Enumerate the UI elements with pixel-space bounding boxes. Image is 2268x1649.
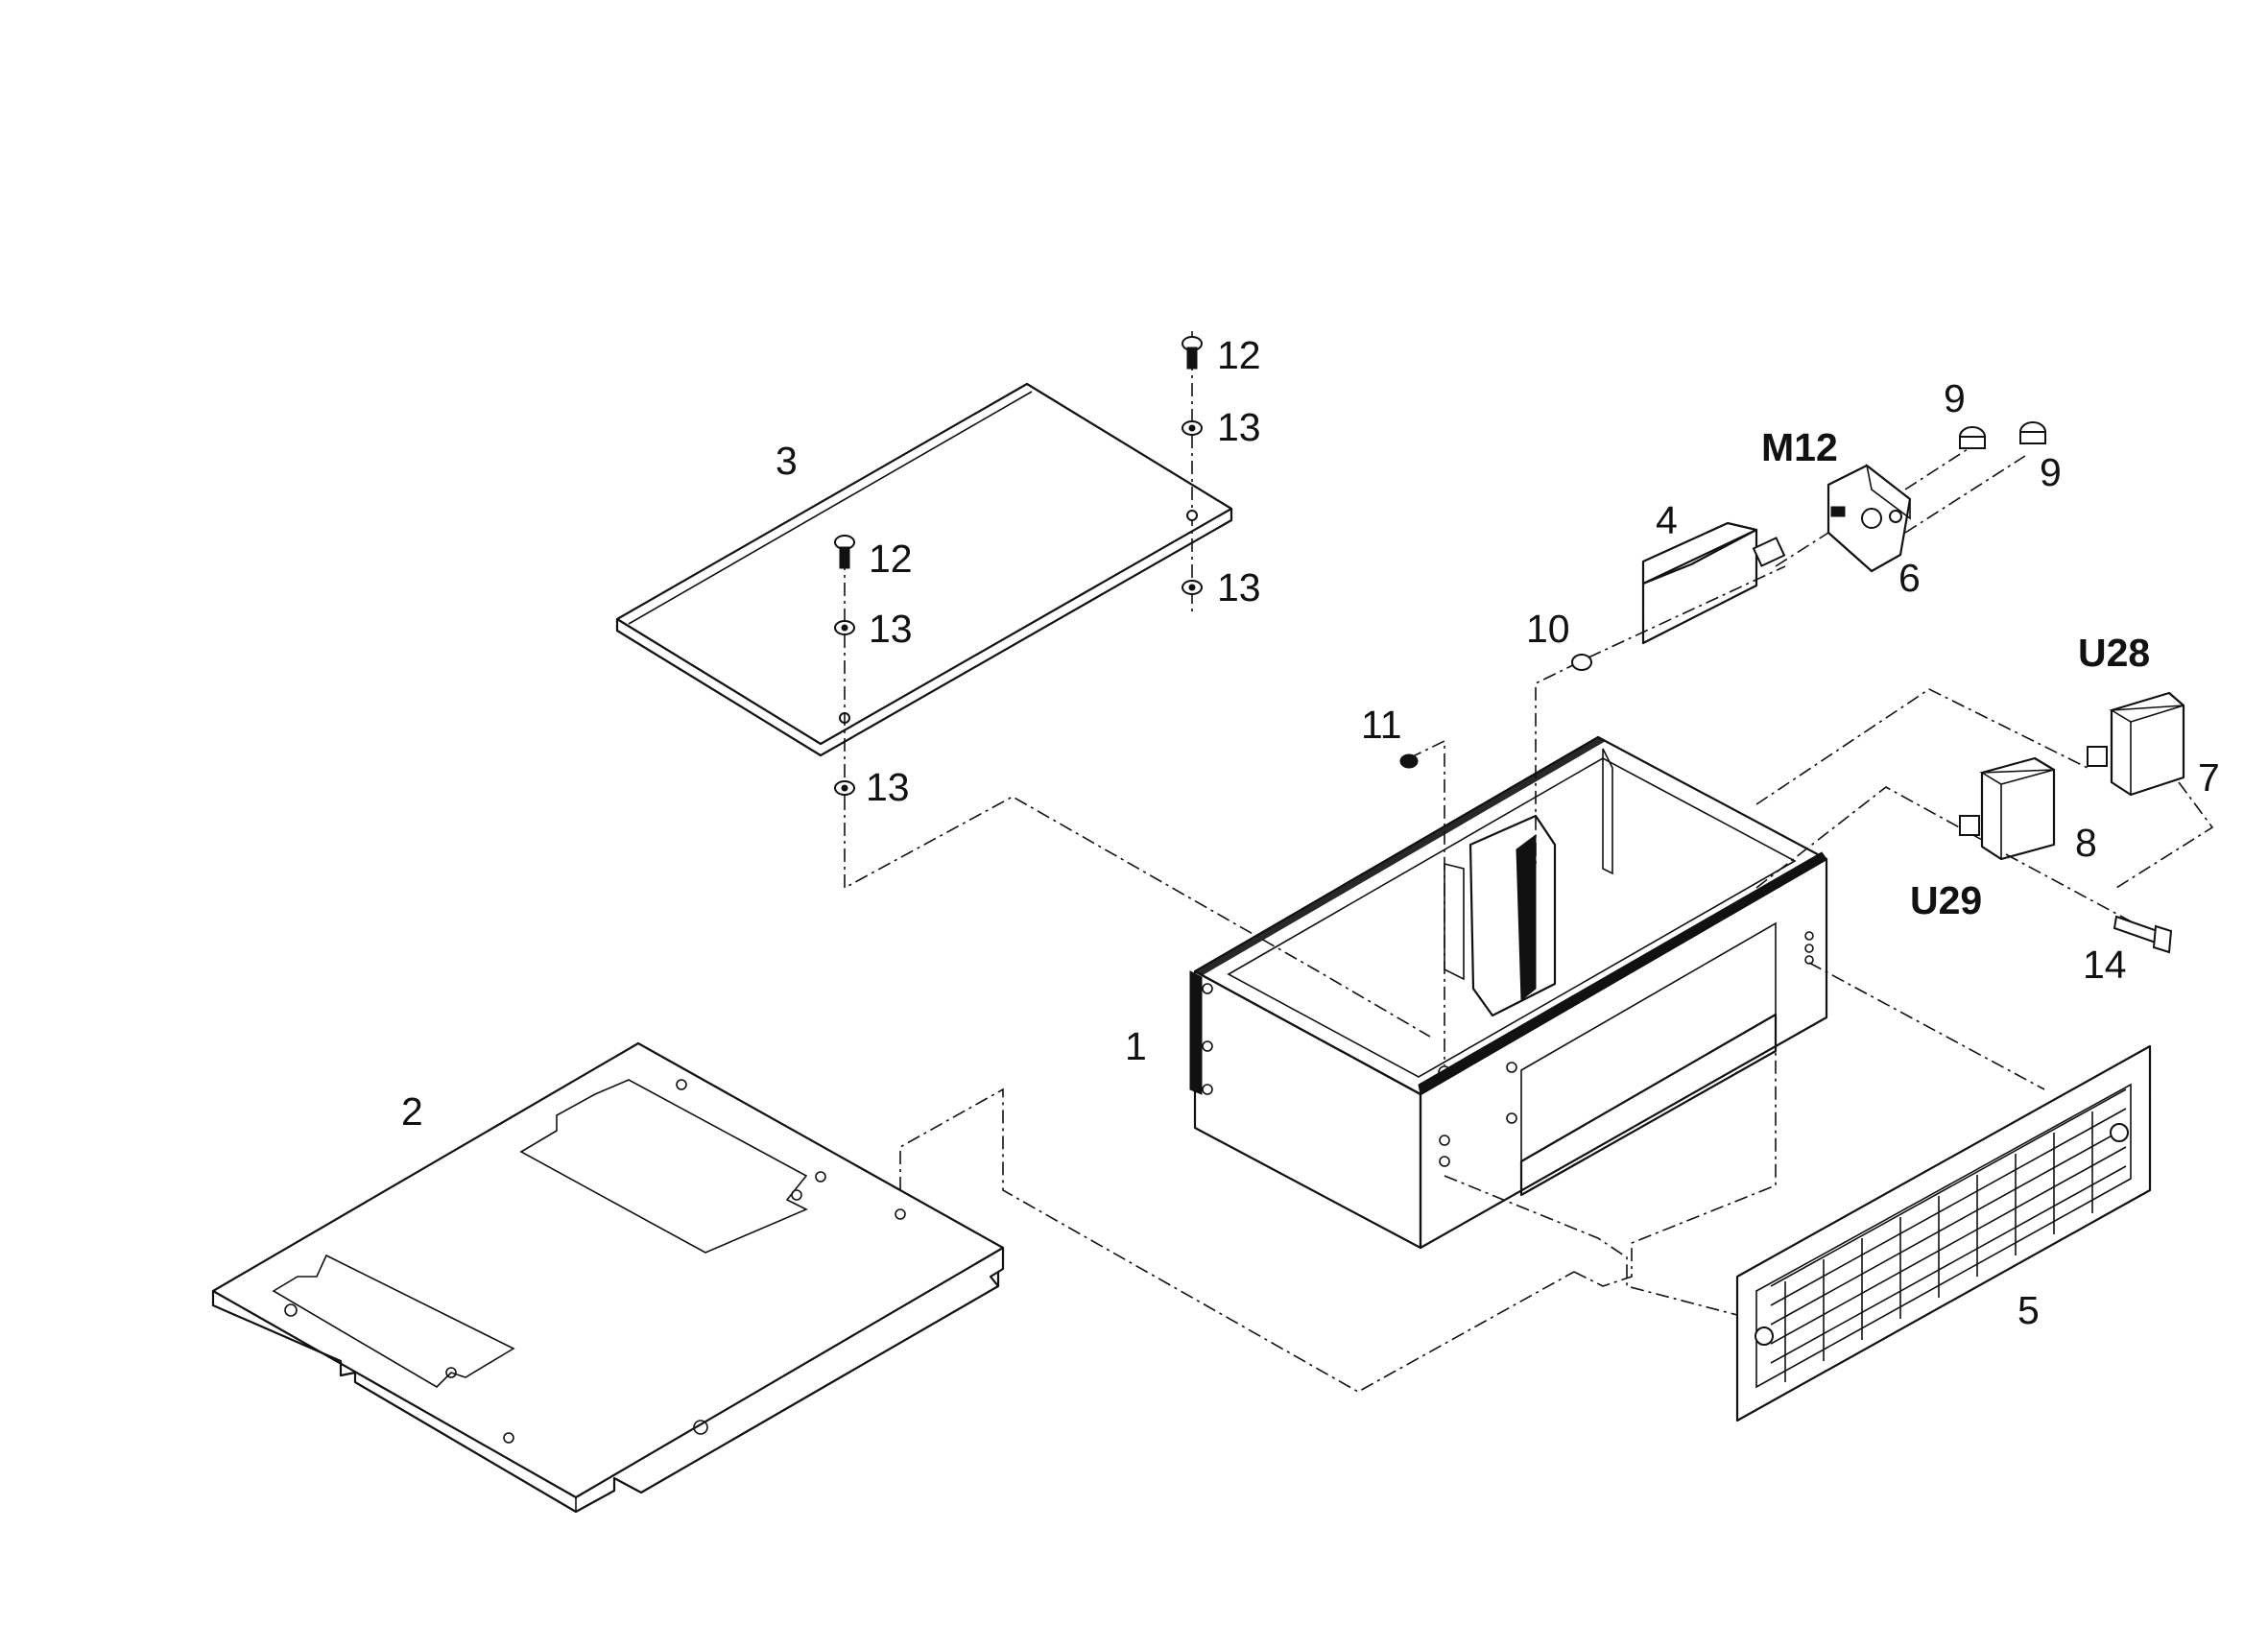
grille-mesh (1770, 1088, 2127, 1382)
callout-u28: U28 (2078, 631, 2151, 675)
part-3-top-cover-plate (615, 382, 1233, 757)
callout-6: 6 (1898, 556, 1921, 600)
callout-13-left-upper: 13 (869, 607, 913, 651)
callout-3: 3 (776, 439, 798, 483)
callout-13-left-lower: 13 (866, 765, 910, 809)
part-9-studs (1959, 421, 2046, 449)
callout-11: 11 (1361, 703, 1402, 747)
part-8-relay-u29 (1959, 756, 2056, 861)
callout-m12: M12 (1761, 425, 1838, 469)
callout-10: 10 (1526, 607, 1570, 651)
callout-u29: U29 (1910, 878, 1983, 922)
callout-9-lower: 9 (2040, 450, 2062, 494)
part-5-grille-panel (1735, 1044, 2152, 1422)
callout-2: 2 (401, 1089, 423, 1134)
callout-13-right-upper: 13 (1217, 405, 1261, 449)
callout-8: 8 (2075, 821, 2097, 865)
callout-4: 4 (1656, 498, 1678, 542)
callout-1: 1 (1125, 1024, 1147, 1068)
callout-12-right: 12 (1217, 333, 1261, 377)
part-7-relay-u28 (2087, 691, 2185, 797)
part-6-motor-m12 (1826, 464, 1912, 573)
part-1-chassis-frame (1189, 735, 1828, 1250)
callout-7: 7 (2198, 755, 2220, 800)
part-14-bolt (2113, 915, 2173, 954)
callout-13-right-lower: 13 (1217, 565, 1261, 609)
callout-5: 5 (2017, 1288, 2040, 1332)
callout-14: 14 (2083, 943, 2127, 987)
part-4-bracket (1641, 521, 1786, 645)
callout-12-left: 12 (869, 537, 913, 581)
part-10-screw (1571, 654, 1592, 671)
part-11-nut (1399, 753, 1419, 769)
assembly-leader-lines (844, 331, 2214, 1393)
fastener-stack-right (1182, 336, 1203, 595)
part-2-base-plate (211, 1041, 1005, 1514)
callout-9-upper: 9 (1944, 376, 1966, 420)
fastener-stack-left (834, 535, 855, 797)
